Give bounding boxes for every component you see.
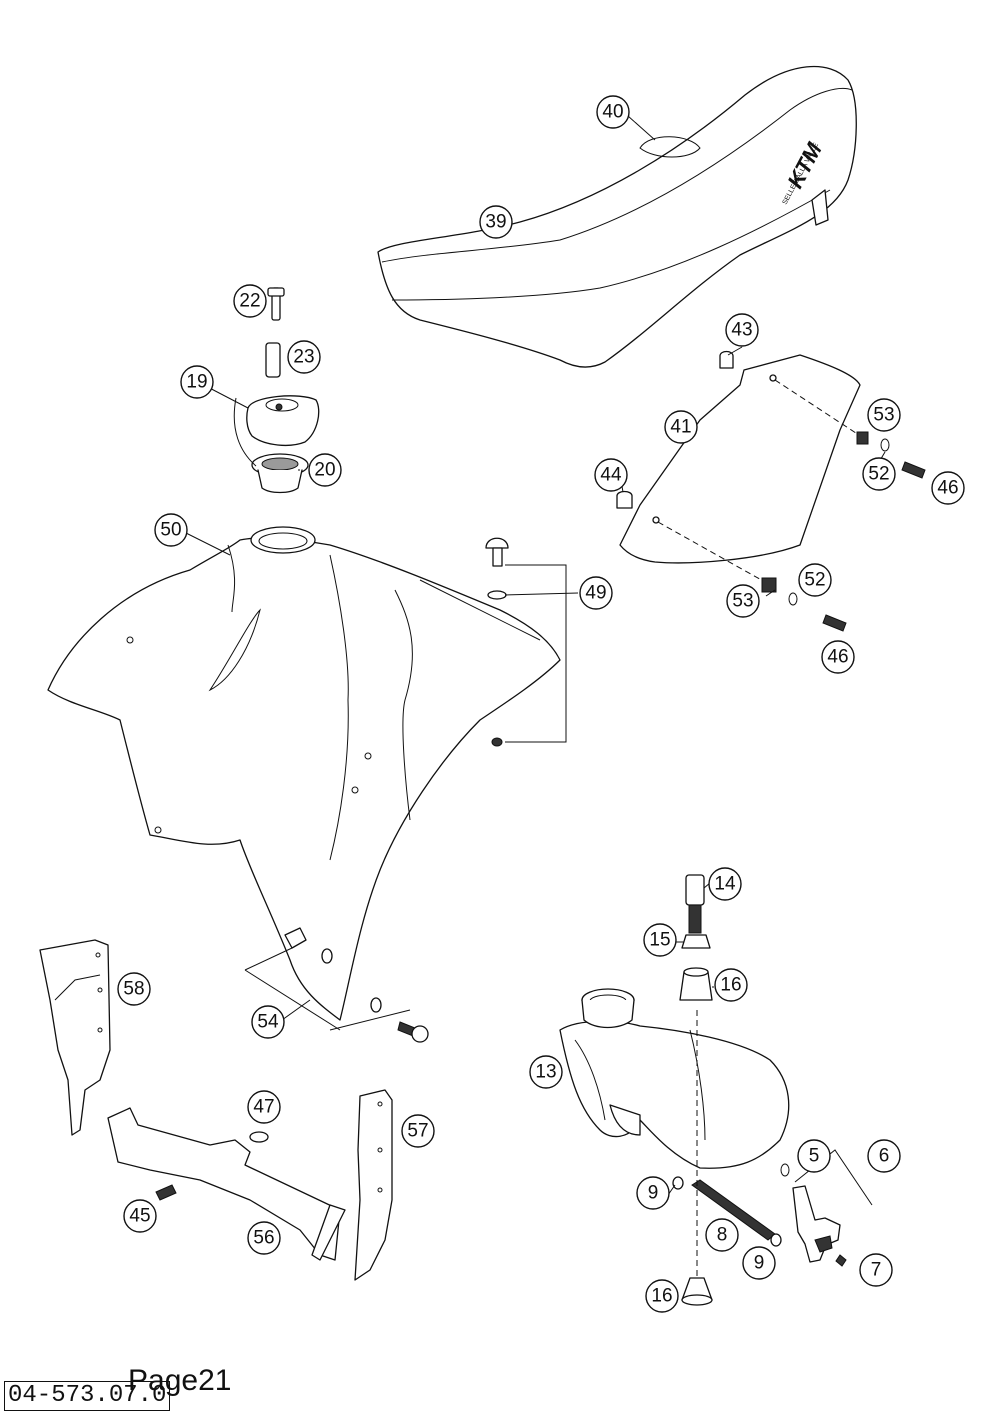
callout-7[interactable]: 7 bbox=[859, 1253, 893, 1287]
fuel-cap-parts bbox=[233, 287, 320, 494]
svg-text:9: 9 bbox=[648, 1183, 659, 1204]
callout-9-right[interactable]: 9 bbox=[742, 1246, 776, 1280]
svg-text:46: 46 bbox=[827, 647, 848, 668]
svg-text:22: 22 bbox=[239, 291, 260, 312]
svg-text:53: 53 bbox=[873, 405, 894, 426]
callout-39[interactable]: 39 bbox=[479, 205, 513, 239]
frame-guards bbox=[39, 939, 393, 1281]
callout-52-upper[interactable]: 52 bbox=[862, 457, 896, 491]
callout-44[interactable]: 44 bbox=[594, 458, 628, 492]
callout-49[interactable]: 49 bbox=[579, 576, 613, 610]
svg-text:16: 16 bbox=[720, 975, 741, 996]
svg-text:43: 43 bbox=[731, 320, 752, 341]
svg-text:46: 46 bbox=[937, 478, 958, 499]
callout-56[interactable]: 56 bbox=[247, 1221, 281, 1255]
callout-50[interactable]: 50 bbox=[154, 513, 188, 547]
callout-45[interactable]: 45 bbox=[123, 1199, 157, 1233]
callout-13[interactable]: 13 bbox=[529, 1055, 563, 1089]
svg-text:40: 40 bbox=[602, 102, 623, 123]
callout-22[interactable]: 22 bbox=[233, 284, 267, 318]
callout-19[interactable]: 19 bbox=[180, 365, 214, 399]
svg-text:52: 52 bbox=[804, 570, 825, 591]
callout-43[interactable]: 43 bbox=[725, 313, 759, 347]
svg-text:49: 49 bbox=[585, 583, 606, 604]
tank-hardware bbox=[672, 874, 782, 1306]
callout-47[interactable]: 47 bbox=[247, 1090, 281, 1124]
callout-15[interactable]: 15 bbox=[643, 923, 677, 957]
svg-text:15: 15 bbox=[649, 930, 670, 951]
svg-text:39: 39 bbox=[485, 212, 506, 233]
svg-text:9: 9 bbox=[754, 1253, 765, 1274]
callout-46-upper[interactable]: 46 bbox=[931, 471, 965, 505]
callout-54[interactable]: 54 bbox=[251, 1005, 285, 1039]
svg-text:58: 58 bbox=[123, 979, 144, 1000]
svg-text:52: 52 bbox=[868, 464, 889, 485]
callout-52-lower[interactable]: 52 bbox=[798, 563, 832, 597]
svg-text:45: 45 bbox=[129, 1206, 150, 1227]
svg-text:14: 14 bbox=[714, 874, 736, 895]
fuel-tank bbox=[559, 988, 790, 1169]
svg-text:23: 23 bbox=[293, 347, 314, 368]
svg-text:6: 6 bbox=[879, 1146, 890, 1167]
svg-text:44: 44 bbox=[600, 465, 622, 486]
svg-text:7: 7 bbox=[871, 1260, 882, 1281]
callout-57[interactable]: 57 bbox=[401, 1114, 435, 1148]
page-label: Page21 bbox=[128, 1364, 232, 1397]
callout-23[interactable]: 23 bbox=[287, 340, 321, 374]
tank-spoiler bbox=[47, 526, 561, 1021]
callout-16-upper[interactable]: 16 bbox=[714, 968, 748, 1002]
callout-20[interactable]: 20 bbox=[308, 453, 342, 487]
svg-text:16: 16 bbox=[651, 1286, 672, 1307]
callout-41[interactable]: 41 bbox=[664, 410, 698, 444]
svg-text:19: 19 bbox=[186, 372, 207, 393]
svg-text:41: 41 bbox=[670, 417, 691, 438]
heat-shield bbox=[107, 1107, 346, 1261]
svg-text:20: 20 bbox=[314, 460, 335, 481]
seat: KTM SELLE DALLA VALLE bbox=[377, 65, 857, 368]
callout-14[interactable]: 14 bbox=[708, 867, 742, 901]
callout-16-lower[interactable]: 16 bbox=[645, 1279, 679, 1313]
callout-58[interactable]: 58 bbox=[117, 972, 151, 1006]
callout-46-lower[interactable]: 46 bbox=[821, 640, 855, 674]
svg-text:57: 57 bbox=[407, 1121, 428, 1142]
svg-text:13: 13 bbox=[535, 1062, 556, 1083]
document-code: 04-573.07.0 bbox=[4, 1381, 171, 1411]
svg-text:53: 53 bbox=[732, 591, 753, 612]
svg-text:5: 5 bbox=[809, 1146, 820, 1167]
callout-6[interactable]: 6 bbox=[867, 1139, 901, 1173]
fuel-tap bbox=[780, 1149, 873, 1267]
callout-53-lower[interactable]: 53 bbox=[726, 584, 760, 618]
svg-text:56: 56 bbox=[253, 1228, 274, 1249]
svg-text:54: 54 bbox=[257, 1012, 279, 1033]
svg-text:47: 47 bbox=[253, 1097, 274, 1118]
callout-5[interactable]: 5 bbox=[797, 1139, 831, 1173]
callout-40[interactable]: 40 bbox=[596, 95, 630, 129]
bolt-set bbox=[485, 537, 567, 747]
callout-8[interactable]: 8 bbox=[705, 1218, 739, 1252]
callout-53-upper[interactable]: 53 bbox=[867, 398, 901, 432]
callout-9-left[interactable]: 9 bbox=[636, 1176, 670, 1210]
svg-text:8: 8 bbox=[717, 1225, 728, 1246]
side-cover bbox=[616, 350, 926, 632]
svg-text:50: 50 bbox=[160, 520, 181, 541]
fastener-set bbox=[244, 927, 429, 1043]
part-callouts: 40 39 22 23 19 20 43 41 53 52 46 44 52 5… bbox=[117, 95, 965, 1313]
